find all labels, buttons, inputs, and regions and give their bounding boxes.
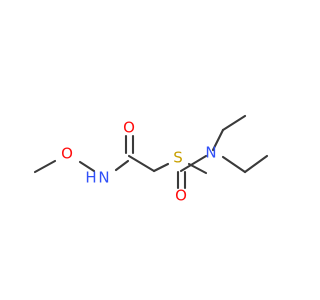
amide-n-label: N <box>98 169 109 187</box>
nitrogen-carbamoyl-label: N <box>205 144 216 162</box>
bond-ethyl1-b <box>221 114 247 132</box>
molecule-canvas: O N H O S N O <box>33 114 269 205</box>
bond-n-ethyl1-a <box>211 128 225 152</box>
bond-ch2-s <box>152 162 170 173</box>
bond-n-ethyl2-a <box>221 155 247 174</box>
bond-ethyl2-b <box>243 154 269 174</box>
oxygen-carbonyl-right-label: O <box>175 187 187 205</box>
sulfur-label: S <box>173 149 183 167</box>
bond-n-c <box>114 159 130 172</box>
amide-h-label: H <box>85 169 96 187</box>
bond-c-ch2 <box>127 154 156 173</box>
bond-o-n <box>78 160 96 173</box>
oxygen-carbonyl-left-label: O <box>123 119 135 137</box>
structure-diagram: O N H O S N O <box>33 114 269 205</box>
oxygen-methoxy-label: O <box>61 145 73 163</box>
bond-methyl-o <box>33 159 57 174</box>
bond-c-n <box>179 154 208 173</box>
